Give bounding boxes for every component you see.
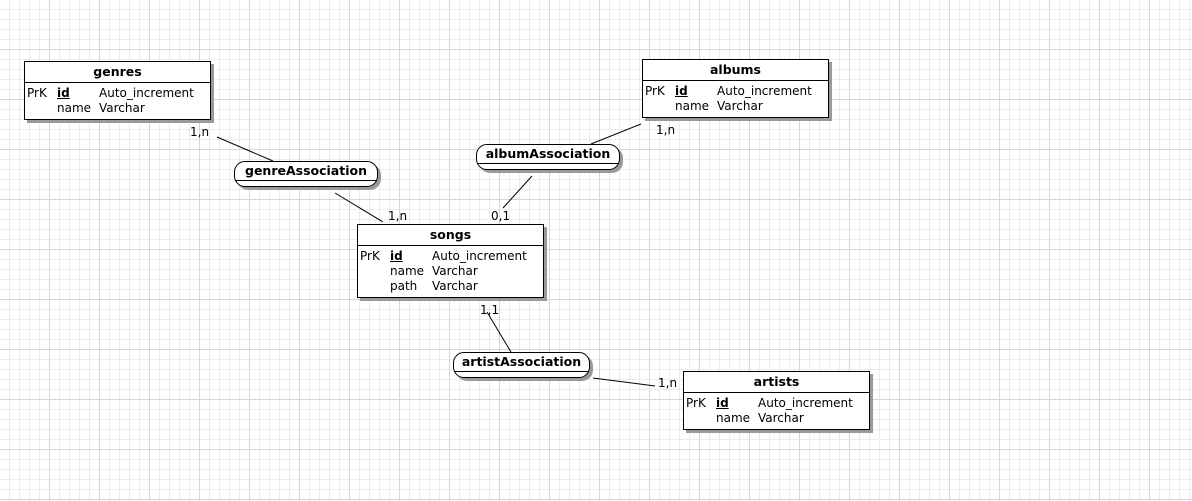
attribute-key — [645, 99, 675, 114]
attribute-type: Auto_increment — [717, 84, 812, 98]
association-artist[interactable]: artistAssociation — [453, 352, 590, 378]
attribute-row: PrK id Auto_increment — [27, 86, 210, 101]
attribute-row: PrK id Auto_increment — [645, 84, 828, 99]
link-songs-artist-association — [486, 311, 512, 353]
attribute-key — [27, 101, 57, 116]
attribute-row: name Varchar — [645, 99, 828, 114]
cardinality-albums-album: 1,n — [656, 123, 676, 137]
attribute-row: name Varchar — [360, 264, 543, 279]
association-genre[interactable]: genreAssociation — [234, 161, 378, 187]
attribute-type: Auto_increment — [99, 86, 194, 100]
attribute-type: Varchar — [758, 411, 804, 425]
attribute-key: PrK — [360, 249, 380, 263]
attribute-name: id — [390, 249, 403, 263]
attribute-name: name — [675, 99, 710, 113]
entity-title: genres — [25, 62, 210, 83]
attribute-row: PrK id Auto_increment — [360, 249, 543, 264]
attribute-name: path — [390, 279, 418, 293]
link-artist-association-artists — [592, 377, 656, 387]
cardinality-songs-genre: 1,n — [388, 209, 408, 223]
attribute-row: path Varchar — [360, 279, 543, 294]
link-genres-genre-association — [216, 136, 274, 162]
cardinality-songs-artist: 1,1 — [480, 303, 500, 317]
attribute-key — [686, 411, 716, 426]
attribute-type: Varchar — [99, 101, 145, 115]
cardinality-artists-artist: 1,n — [658, 376, 678, 390]
entity-title: albums — [643, 60, 828, 81]
attribute-type: Auto_increment — [432, 249, 527, 263]
attribute-name: id — [716, 396, 729, 410]
attribute-type: Varchar — [717, 99, 763, 113]
association-label: artistAssociation — [454, 353, 589, 372]
attribute-name: name — [57, 101, 92, 115]
attribute-name: name — [390, 264, 425, 278]
entity-title: artists — [684, 372, 869, 393]
attribute-row: name Varchar — [686, 411, 869, 426]
link-genre-association-songs — [334, 192, 384, 223]
association-label: genreAssociation — [235, 162, 377, 181]
attribute-name: id — [57, 86, 70, 100]
attribute-key: PrK — [27, 86, 47, 100]
attribute-key: PrK — [686, 396, 706, 410]
attribute-type: Varchar — [432, 279, 478, 293]
attribute-row: name Varchar — [27, 101, 210, 116]
association-album[interactable]: albumAssociation — [476, 144, 620, 170]
cardinality-songs-album: 0,1 — [491, 209, 511, 223]
attribute-key: PrK — [645, 84, 665, 98]
link-album-association-songs — [502, 175, 533, 209]
attribute-row: PrK id Auto_increment — [686, 396, 869, 411]
link-albums-album-association — [590, 123, 642, 145]
attribute-key — [360, 279, 390, 294]
attribute-type: Varchar — [432, 264, 478, 278]
attribute-key — [360, 264, 390, 279]
attribute-name: name — [716, 411, 751, 425]
cardinality-genres-genre: 1,n — [190, 125, 210, 139]
attribute-type: Auto_increment — [758, 396, 853, 410]
association-label: albumAssociation — [477, 145, 619, 164]
attribute-name: id — [675, 84, 688, 98]
entity-title: songs — [358, 225, 543, 246]
